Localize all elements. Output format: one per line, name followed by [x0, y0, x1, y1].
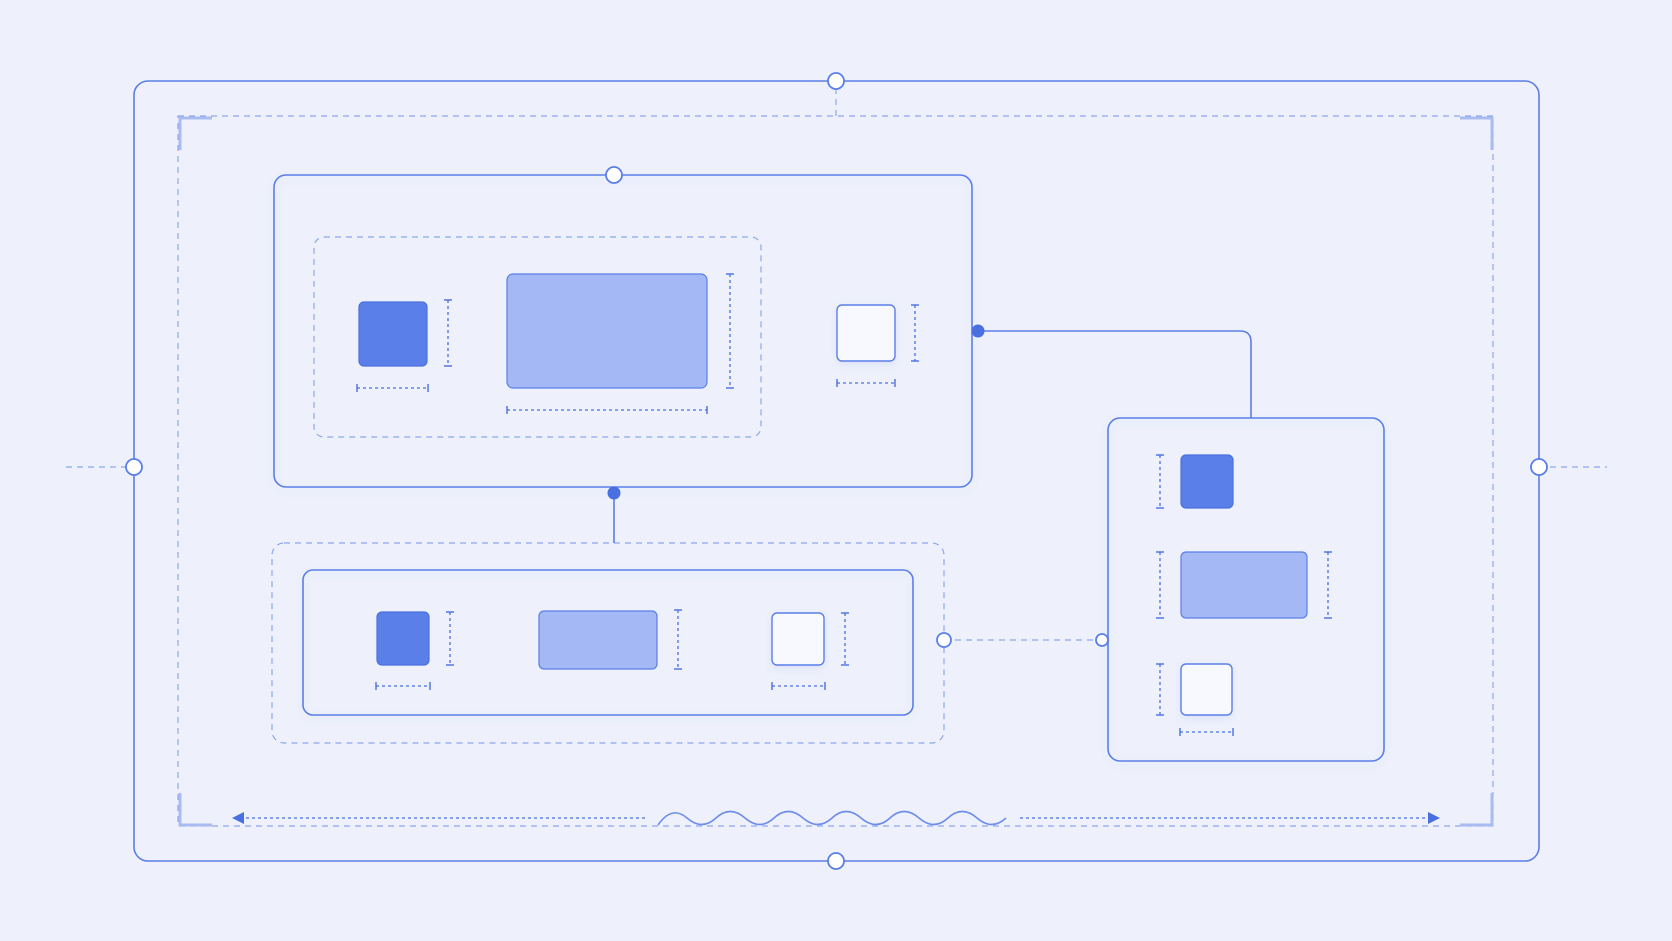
inner-guide-frame	[177, 115, 1494, 827]
dimension-marks-top-left	[356, 273, 919, 414]
open-anchor-icon	[936, 632, 952, 648]
corner-bracket-top-left	[178, 116, 212, 150]
open-anchor-icon	[125, 458, 143, 476]
open-anchor-icon	[827, 72, 845, 90]
block-dark-square	[376, 611, 430, 666]
arrow-left-icon	[232, 812, 244, 824]
corner-bracket-top-right	[1460, 116, 1494, 150]
open-anchor-icon	[605, 166, 623, 184]
block-white-square	[836, 304, 896, 362]
block-white-square	[771, 612, 825, 666]
block-white-square	[1180, 663, 1233, 716]
panel-top-left	[273, 174, 973, 488]
open-anchor-icon	[1530, 458, 1548, 476]
dimension-marks-bottom-left	[375, 609, 849, 690]
connector-top-to-right	[978, 330, 1252, 418]
corner-bracket-bottom-left	[178, 793, 212, 827]
filled-anchor-icon	[607, 486, 621, 500]
bottom-width-measure	[232, 810, 1440, 826]
panel-bottom-left-dashed-group	[271, 542, 945, 744]
open-anchor-icon	[1095, 633, 1109, 647]
block-light-rectangle	[538, 610, 658, 670]
dimension-marks-right	[1156, 454, 1332, 736]
panel-right	[1107, 417, 1385, 762]
arrow-right-icon	[1428, 812, 1440, 824]
outer-frame	[133, 80, 1540, 862]
block-dark-square	[1180, 454, 1234, 509]
panel-bottom-left-frame	[302, 569, 914, 716]
panel-right-frame	[1107, 417, 1385, 762]
corner-bracket-bottom-right	[1460, 793, 1494, 827]
open-anchor-icon	[827, 852, 845, 870]
wave-icon	[657, 810, 1007, 826]
block-light-rectangle	[1180, 551, 1308, 619]
filled-anchor-icon	[971, 324, 985, 338]
block-dark-square	[358, 301, 428, 367]
block-light-rectangle	[506, 273, 708, 389]
panel-bottom-left	[271, 542, 945, 744]
panel-top-left-dashed-group	[313, 236, 762, 438]
